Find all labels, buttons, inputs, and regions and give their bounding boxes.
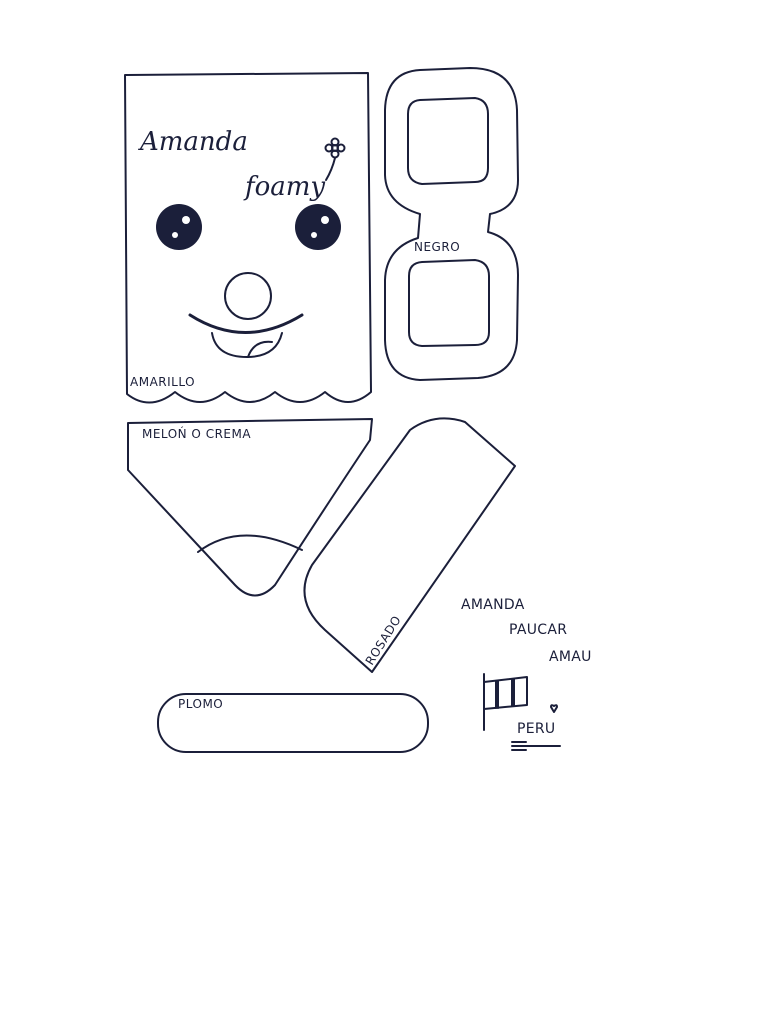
nose-icon: [224, 272, 272, 320]
flower-icon: [324, 137, 346, 181]
face-piece: Amanda foamy AMAR: [124, 72, 372, 404]
bib-piece: MELOŃ O CREMA: [127, 418, 373, 597]
signature-underline: [511, 741, 561, 751]
peru-flag-icon: [483, 673, 528, 731]
bib-pocket: [197, 534, 303, 553]
face-outline: [124, 72, 372, 404]
bar-outline: [157, 693, 429, 753]
bib-outline: [127, 418, 373, 597]
heart-icon: [550, 704, 558, 713]
title-line-2: foamy: [243, 172, 325, 202]
strap-color-label: ROSADO: [363, 613, 404, 668]
author-country: PERU: [517, 721, 555, 737]
glasses-color-label: NEGRO: [414, 240, 460, 254]
glasses-outline: [384, 67, 519, 381]
mouth-icon: [188, 313, 304, 358]
bar-color-label: PLOMO: [178, 697, 223, 711]
author-line-2: PAUCAR: [509, 622, 567, 638]
author-line-3: AMAU: [549, 649, 592, 665]
author-signature: AMANDA PAUCAR AMAU PERU: [461, 597, 592, 751]
face-color-label: AMARILLO: [130, 375, 195, 389]
title-line-1: Amanda: [138, 127, 248, 157]
bar-piece: PLOMO: [157, 693, 429, 753]
strap-outline: [303, 417, 516, 673]
author-line-1: AMANDA: [461, 597, 525, 613]
glasses-upper-lens: [407, 97, 489, 185]
glasses-lower-lens: [408, 259, 490, 347]
left-eye-icon: [156, 204, 202, 250]
glasses-piece: NEGRO: [384, 67, 519, 381]
strap-piece: ROSADO: [303, 417, 516, 673]
right-eye-icon: [295, 204, 341, 250]
bib-color-label: MELOŃ O CREMA: [142, 426, 251, 441]
